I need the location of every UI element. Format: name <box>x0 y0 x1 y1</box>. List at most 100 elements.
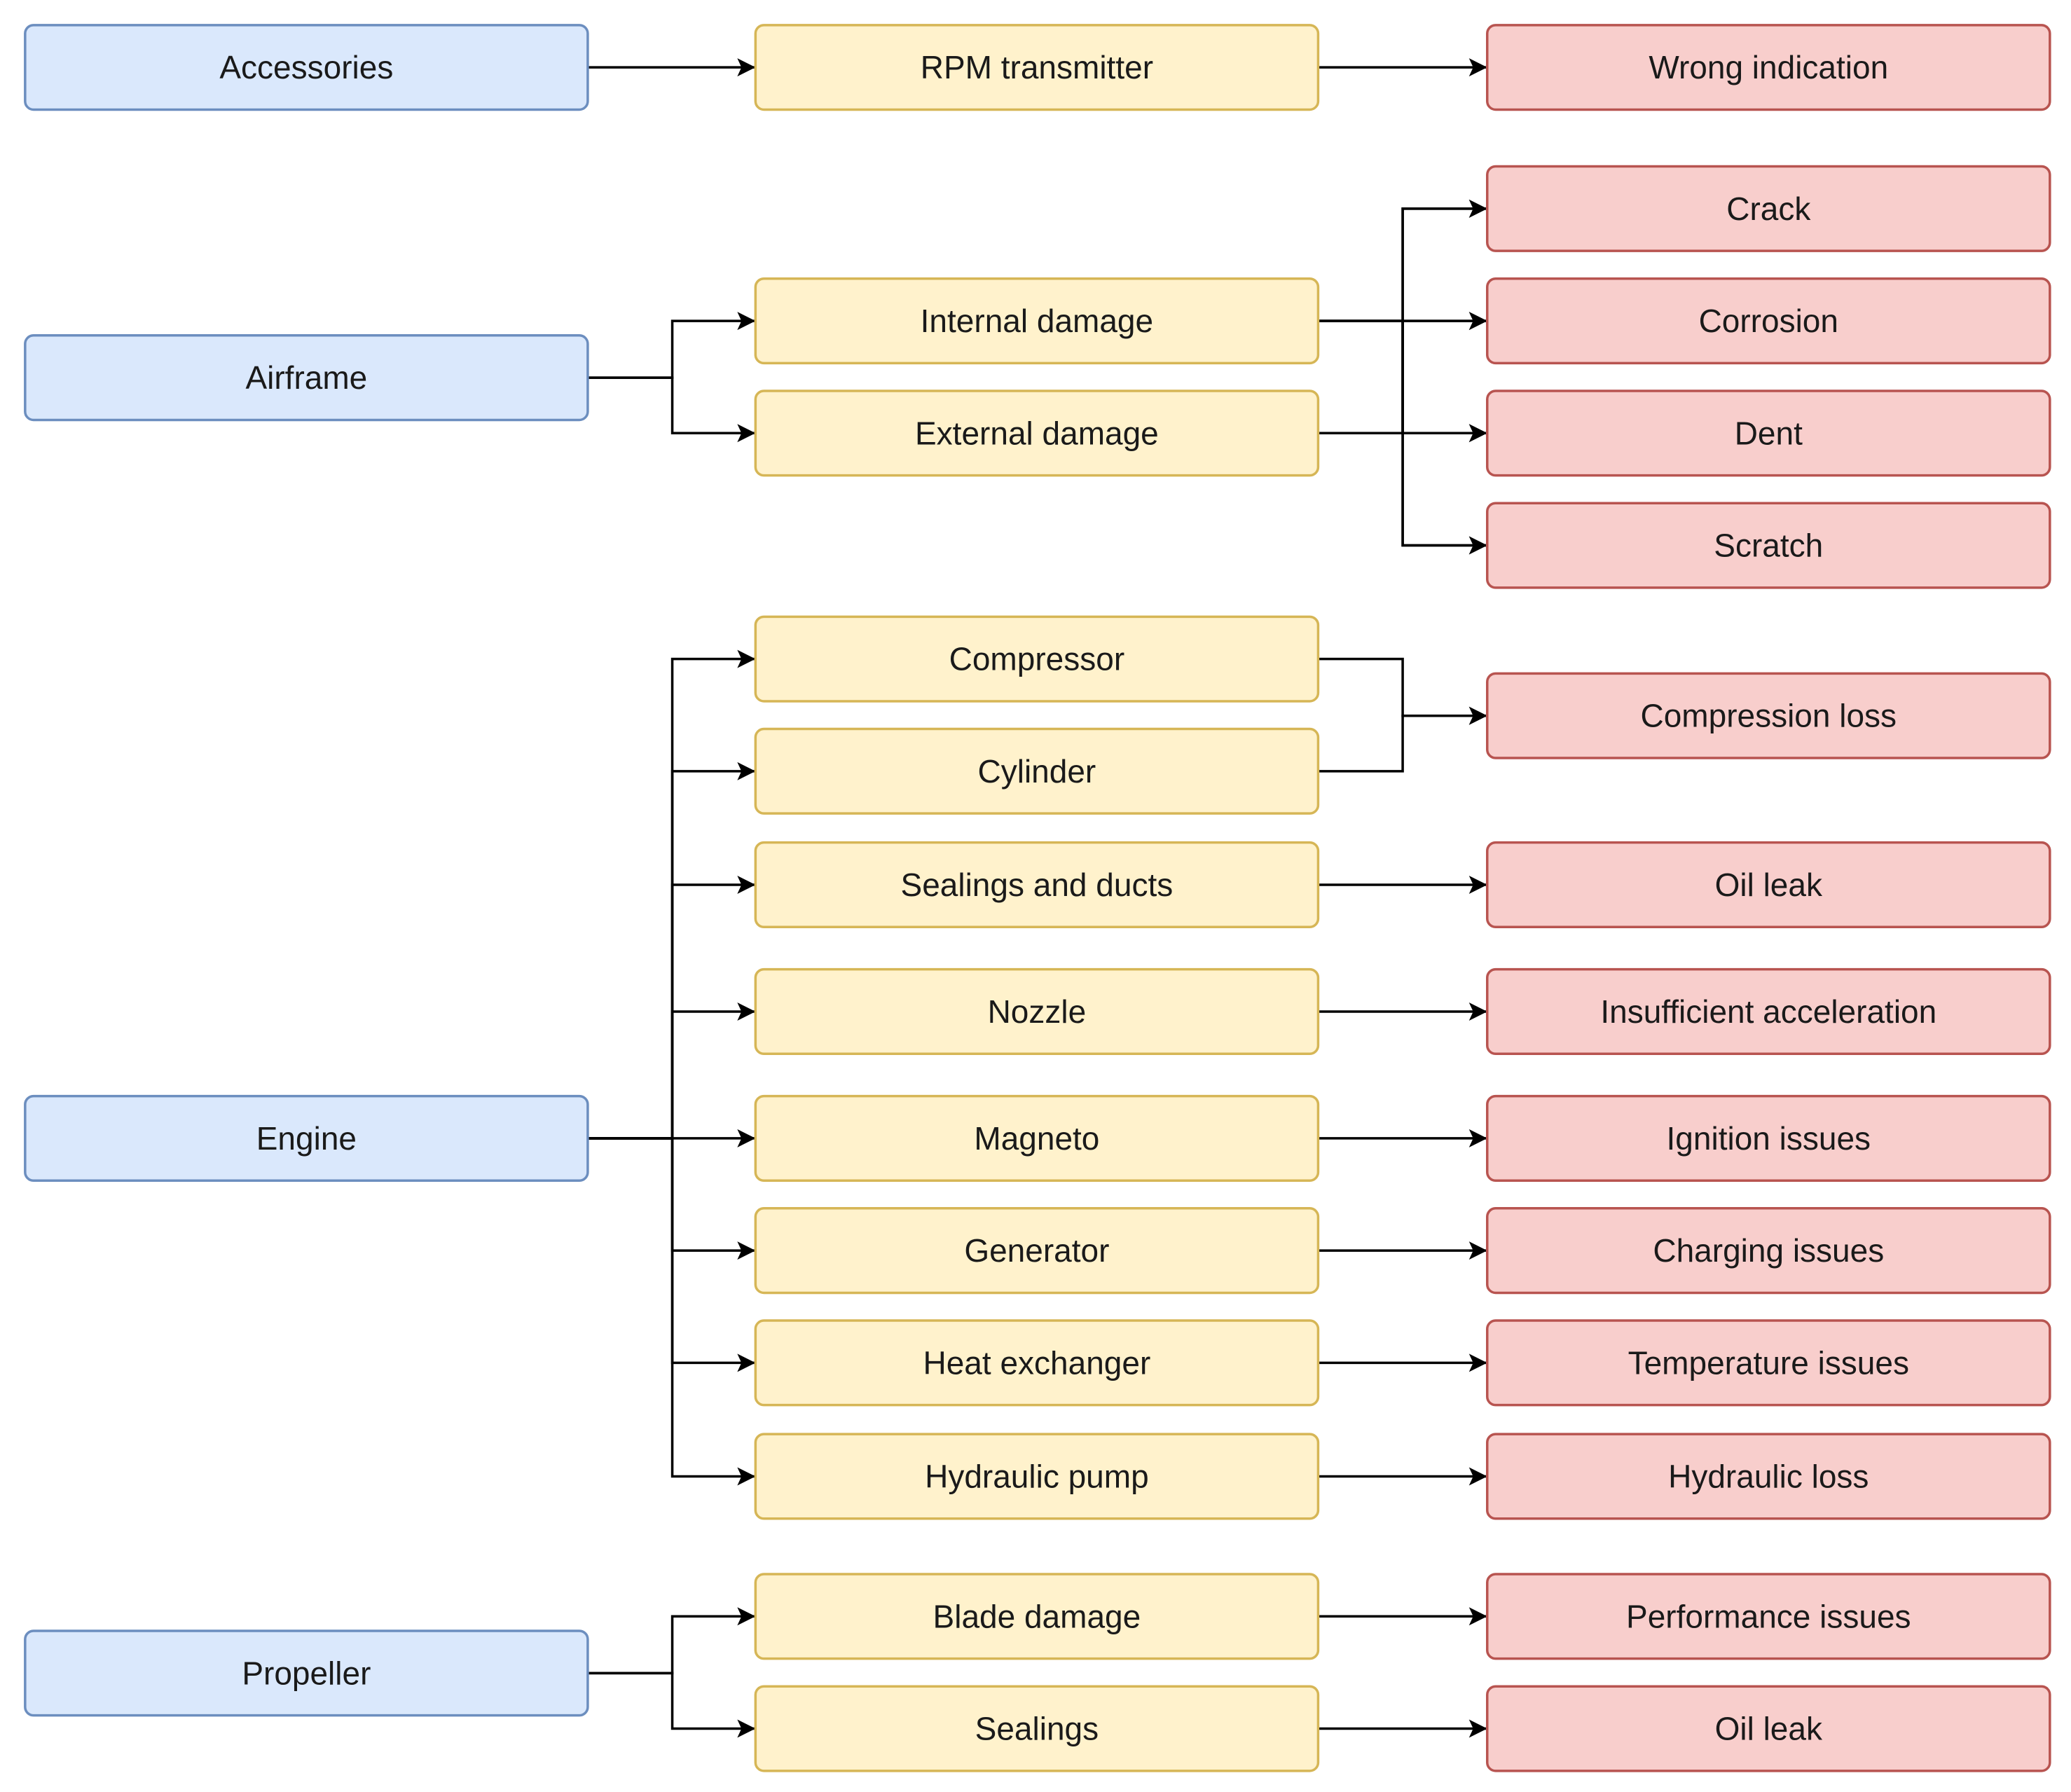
failure-label: Scratch <box>1714 528 1823 564</box>
arrowhead-oil-leak-engine <box>1468 875 1487 894</box>
failure-label: Hydraulic loss <box>1668 1458 1869 1494</box>
connector-airframe-to-internal-damage <box>587 319 756 379</box>
arrowhead-compressor <box>737 649 756 668</box>
category-box <box>24 24 589 111</box>
component-label: Heat exchanger <box>923 1344 1151 1381</box>
category-label: Accessories <box>219 49 393 85</box>
component-node-sealings-and-ducts: Sealings and ducts <box>754 841 1320 929</box>
failure-box <box>1485 967 2051 1056</box>
component-label: Generator <box>964 1232 1109 1269</box>
arrowhead-nozzle <box>737 1002 756 1021</box>
connector-airframe-to-external-damage <box>587 376 756 435</box>
connector-cylinder-to-compression-loss <box>1318 714 1487 773</box>
failure-node-compression-loss: Compression loss <box>1485 672 2051 759</box>
arrowhead-charging-issues <box>1468 1241 1487 1260</box>
arrowhead-dent <box>1468 424 1487 443</box>
arrowhead-ignition-issues <box>1468 1129 1487 1147</box>
component-node-sealings: Sealings <box>754 1685 1320 1772</box>
failure-box <box>1485 1573 2051 1660</box>
arrowhead-insufficient-acceleration <box>1468 1002 1487 1021</box>
failure-box <box>1485 672 2051 759</box>
component-node-hydraulic-pump: Hydraulic pump <box>754 1433 1320 1520</box>
failure-box <box>1485 1433 2051 1520</box>
connector-engine-to-nozzle <box>587 1010 756 1140</box>
connector-propeller-to-blade-damage <box>587 1615 756 1675</box>
arrowhead-oil-leak-propeller <box>1468 1719 1487 1738</box>
category-node-engine: Engine <box>24 1094 589 1182</box>
arrowhead-wrong-indication <box>1468 58 1487 77</box>
failure-node-oil-leak-engine: Oil leak <box>1485 841 2051 929</box>
failure-label: Insufficient acceleration <box>1600 993 1936 1030</box>
arrowhead-performance-issues <box>1468 1607 1487 1626</box>
component-label: Nozzle <box>988 993 1087 1030</box>
failure-box <box>1485 277 2051 365</box>
failure-node-temperature-issues: Temperature issues <box>1485 1319 2051 1407</box>
failure-node-hydraulic-loss: Hydraulic loss <box>1485 1433 2051 1520</box>
failure-node-wrong-indication: Wrong indication <box>1485 24 2051 111</box>
failure-box <box>1485 502 2051 589</box>
category-label: Airframe <box>245 359 367 396</box>
arrowhead-compression-loss <box>1468 706 1487 725</box>
component-node-heat-exchanger: Heat exchanger <box>754 1319 1320 1407</box>
failure-node-crack: Crack <box>1485 165 2051 252</box>
failure-node-dent: Dent <box>1485 390 2051 477</box>
failure-label: Oil leak <box>1715 867 1823 903</box>
component-box <box>754 390 1320 477</box>
failure-label: Temperature issues <box>1628 1344 1909 1381</box>
failure-node-oil-leak-propeller: Oil leak <box>1485 1685 2051 1772</box>
category-box <box>24 1094 589 1182</box>
failure-node-insufficient-acceleration: Insufficient acceleration <box>1485 967 2051 1056</box>
component-box <box>754 1685 1320 1772</box>
failure-box <box>1485 841 2051 929</box>
arrowhead-rpm-transmitter <box>737 58 756 77</box>
connector-propeller-to-sealings <box>587 1672 756 1730</box>
connector-external-damage-to-scratch <box>1318 432 1487 547</box>
component-label: Cylinder <box>978 753 1096 790</box>
failure-label: Compression loss <box>1640 698 1897 734</box>
category-box <box>24 1629 589 1717</box>
failure-box <box>1485 1319 2051 1407</box>
component-box <box>754 615 1320 703</box>
component-box <box>754 1573 1320 1660</box>
component-label: External damage <box>915 415 1159 451</box>
component-node-rpm-transmitter: RPM transmitter <box>754 24 1320 111</box>
component-node-external-damage: External damage <box>754 390 1320 477</box>
category-node-airframe: Airframe <box>24 334 589 422</box>
failure-box <box>1485 390 2051 477</box>
arrowhead-magneto <box>737 1129 756 1147</box>
component-box <box>754 841 1320 929</box>
component-label: Magneto <box>974 1120 1099 1157</box>
connector-external-damage-to-corrosion <box>1318 319 1487 435</box>
arrowhead-external-damage <box>737 424 756 443</box>
category-label: Propeller <box>242 1655 371 1691</box>
failure-box <box>1485 24 2051 111</box>
arrowhead-hydraulic-loss <box>1468 1467 1487 1486</box>
component-node-compressor: Compressor <box>754 615 1320 703</box>
component-box <box>754 1433 1320 1520</box>
category-label: Engine <box>256 1120 357 1157</box>
connector-engine-to-hydraulic-pump <box>587 1137 756 1478</box>
arrowhead-scratch <box>1468 536 1487 555</box>
arrowhead-crack <box>1468 199 1487 218</box>
arrowhead-corrosion <box>1468 312 1487 331</box>
arrowhead-blade-damage <box>737 1607 756 1626</box>
component-node-nozzle: Nozzle <box>754 967 1320 1056</box>
component-label: RPM transmitter <box>921 49 1153 85</box>
failure-label: Wrong indication <box>1649 49 1888 85</box>
failure-node-scratch: Scratch <box>1485 502 2051 589</box>
component-node-internal-damage: Internal damage <box>754 277 1320 365</box>
component-node-generator: Generator <box>754 1207 1320 1295</box>
component-label: Blade damage <box>933 1598 1141 1634</box>
failure-node-ignition-issues: Ignition issues <box>1485 1094 2051 1182</box>
failure-label: Corrosion <box>1699 303 1838 339</box>
component-label: Sealings <box>975 1711 1099 1747</box>
failure-node-performance-issues: Performance issues <box>1485 1573 2051 1660</box>
component-box <box>754 727 1320 815</box>
component-box <box>754 1207 1320 1295</box>
failure-box <box>1485 1094 2051 1182</box>
component-node-cylinder: Cylinder <box>754 727 1320 815</box>
component-box <box>754 967 1320 1056</box>
connectors <box>587 58 1487 1738</box>
